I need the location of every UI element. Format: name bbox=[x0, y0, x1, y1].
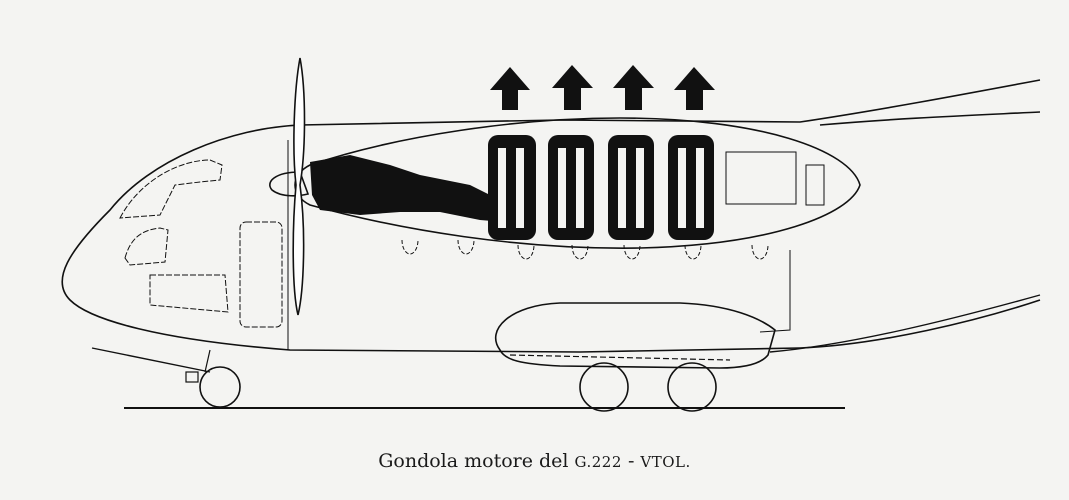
lift-engine-2-icon bbox=[548, 135, 594, 240]
main-wheel-2 bbox=[667, 362, 717, 412]
cockpit-window-1 bbox=[119, 159, 223, 219]
caption-model: G.222 bbox=[574, 453, 622, 471]
door bbox=[239, 221, 283, 328]
rear-equipment-box bbox=[725, 151, 797, 205]
tail-lower bbox=[769, 294, 1041, 353]
lift-engine-3-icon bbox=[608, 135, 654, 240]
thrust-arrow-1-icon bbox=[490, 67, 530, 110]
nacelle bbox=[294, 117, 861, 249]
propeller-icon bbox=[292, 57, 306, 316]
cruise-engine-icon bbox=[310, 155, 505, 222]
caption-text: Gondola motore del bbox=[378, 450, 575, 472]
main-wheel-1 bbox=[579, 362, 629, 412]
thrust-arrow-3-icon bbox=[613, 65, 654, 110]
lift-engine-4-icon bbox=[668, 135, 714, 240]
fuselage-outline bbox=[61, 124, 1041, 353]
cockpit-window-3 bbox=[149, 274, 229, 313]
caption-type: VTOL. bbox=[640, 453, 691, 471]
caption-separator: - bbox=[621, 450, 641, 472]
lift-engine-1-icon bbox=[488, 135, 536, 240]
cockpit-window-2 bbox=[124, 227, 169, 266]
spinner bbox=[269, 171, 310, 197]
nose-wheel bbox=[199, 366, 241, 408]
main-gear-sponson bbox=[494, 302, 776, 369]
figure-caption: Gondola motore del G.222 - VTOL. bbox=[0, 450, 1069, 472]
thrust-arrow-4-icon bbox=[674, 67, 715, 110]
thrust-arrow-2-icon bbox=[552, 65, 593, 110]
fuselage-top-line bbox=[299, 79, 1041, 126]
